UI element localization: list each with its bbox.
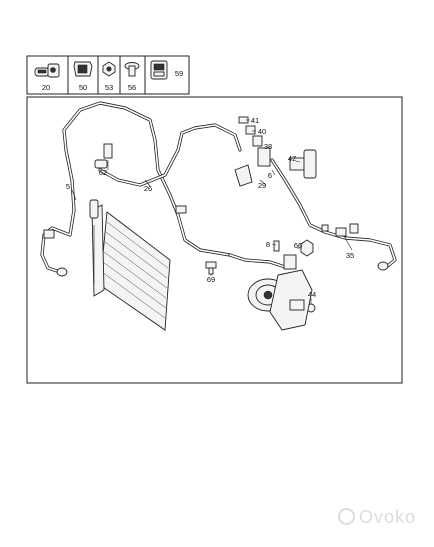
legend-label-59: 59 [175,69,183,78]
callout-6: 6 [268,171,272,180]
watermark-logo-icon [337,508,355,525]
diagram-frame [26,96,403,384]
legend-box: 20 50 53 56 59 [26,55,190,95]
compressor [247,254,313,331]
legend-border [26,55,190,95]
callout-29: 29 [258,181,266,190]
callout-41: 41 [251,116,259,125]
pipe-5 [40,101,232,277]
pipe-26 [94,123,242,187]
callout-44: 44 [308,290,316,299]
callout-26: 26 [144,184,152,193]
callout-35: 35 [346,251,354,260]
part-66 [300,239,314,257]
watermark: Ovoko [337,507,416,528]
valve-assembly [234,116,317,187]
legend-label-20: 20 [42,83,50,92]
nut-icon [102,61,116,77]
part-69 [205,261,217,275]
legend-label-56: 56 [128,83,136,92]
callout-69: 69 [207,275,215,284]
callout-38: 38 [264,142,272,151]
callout-8: 8 [266,240,270,249]
bracket-icon [150,60,168,80]
push-rivet-icon [124,62,140,77]
part-8 [273,240,280,252]
callout-47: 47 [288,154,296,163]
part-6 [321,224,329,232]
watermark-text: Ovoko [358,507,416,527]
callout-62: 62 [99,168,107,177]
callout-5: 5 [66,182,70,191]
pipe-clamp-icon [34,63,60,78]
pipe-35 [270,158,397,271]
legend-label-50: 50 [79,83,87,92]
condenser [89,199,171,331]
clip-icon [73,61,93,77]
callout-40: 40 [258,127,266,136]
leader-lines [71,119,353,304]
legend-label-53: 53 [105,83,113,92]
callout-66: 66 [294,241,302,250]
